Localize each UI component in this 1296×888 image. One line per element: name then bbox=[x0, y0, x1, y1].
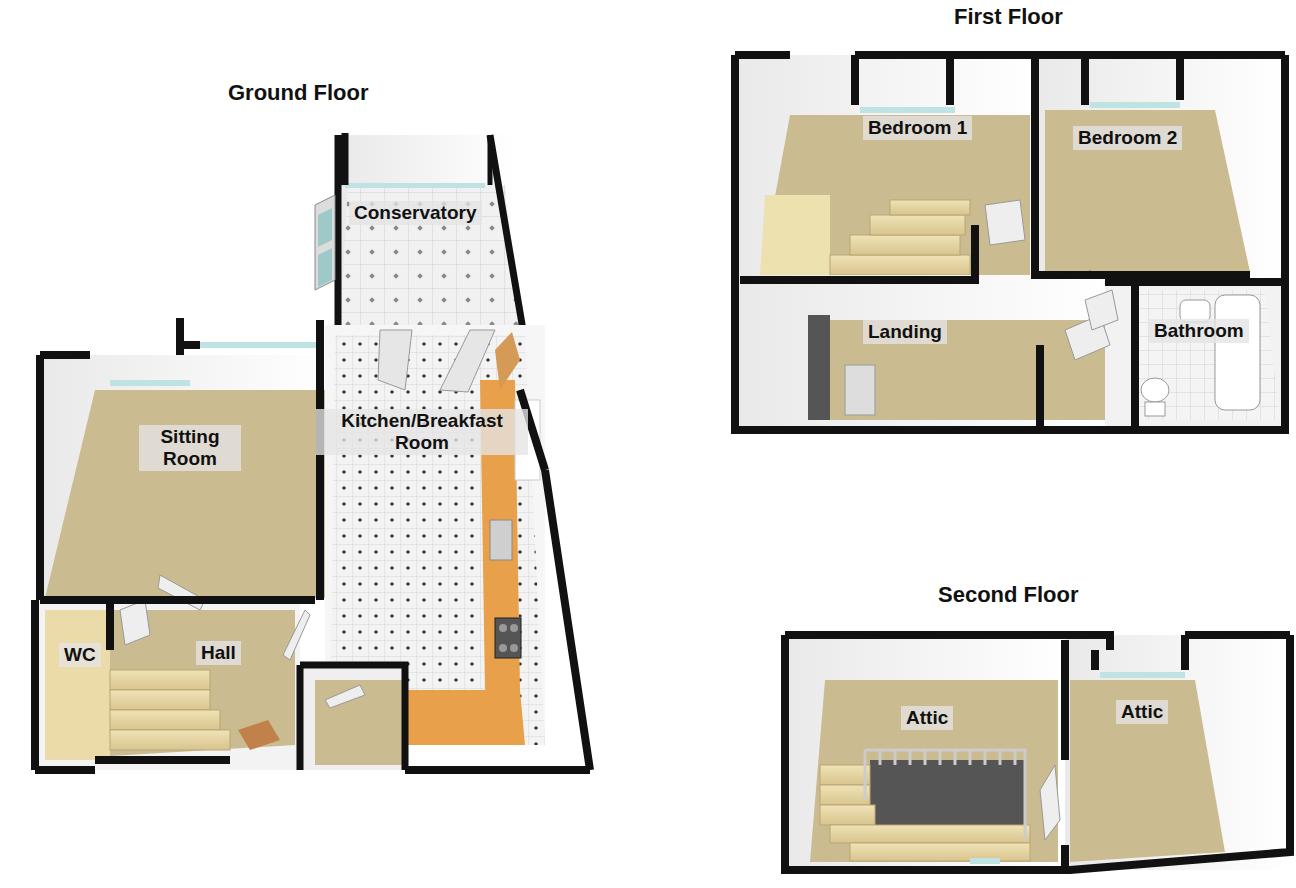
first-floor-stairs bbox=[760, 195, 970, 275]
room-name: Attic bbox=[1121, 701, 1163, 723]
room-name: Sitting Room bbox=[144, 426, 236, 470]
second-floor bbox=[785, 635, 1290, 870]
room-name: Attic bbox=[906, 707, 948, 729]
room-name: Bedroom 1 bbox=[868, 117, 967, 139]
ground-floor bbox=[35, 133, 590, 770]
room-label: Landing bbox=[863, 320, 947, 344]
room-name: WC bbox=[64, 644, 96, 666]
room-name: Landing bbox=[868, 321, 942, 343]
room-name: Kitchen/Breakfast Room bbox=[321, 410, 523, 454]
floor-heading: Second Floor bbox=[938, 582, 1079, 608]
room-name: Bedroom 2 bbox=[1078, 127, 1177, 149]
room-label: Attic bbox=[1116, 700, 1168, 724]
room-name: Conservatory bbox=[354, 202, 477, 224]
room-name: Hall bbox=[201, 642, 236, 664]
room-label: Bedroom 1 bbox=[863, 116, 972, 140]
room-label: Kitchen/Breakfast Room bbox=[316, 409, 528, 455]
room-label: Attic bbox=[901, 706, 953, 730]
floor-heading: First Floor bbox=[954, 4, 1063, 30]
room-label: Bathroom bbox=[1149, 319, 1249, 343]
attic-stairs bbox=[820, 750, 1030, 861]
first-floor bbox=[735, 55, 1285, 430]
floor-heading: Ground Floor bbox=[228, 80, 369, 106]
hall-stairs bbox=[110, 670, 230, 750]
room-label: Bedroom 2 bbox=[1073, 126, 1182, 150]
room-label: Hall bbox=[196, 641, 241, 665]
room-name: Bathroom bbox=[1154, 320, 1244, 342]
room-label: Conservatory bbox=[349, 201, 482, 225]
room-label: WC bbox=[59, 643, 101, 667]
room-label: Sitting Room bbox=[139, 425, 241, 471]
